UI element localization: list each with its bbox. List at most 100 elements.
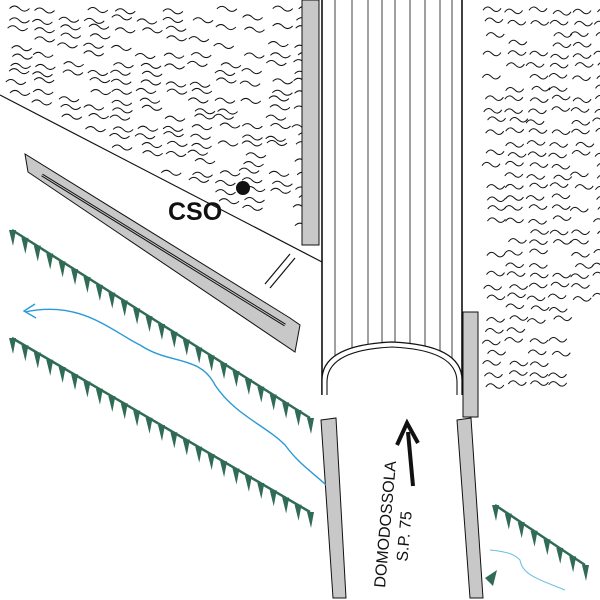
rock-stroke xyxy=(593,249,600,254)
rock-stroke xyxy=(483,108,503,114)
rock-stroke xyxy=(220,62,242,69)
road-wall-east xyxy=(456,417,484,599)
rock-stroke xyxy=(215,189,236,196)
scarp xyxy=(9,336,314,528)
rock-stroke xyxy=(110,78,132,85)
rock-texture-east xyxy=(481,6,600,389)
rock-stroke xyxy=(242,123,263,130)
rock-stroke xyxy=(114,8,136,15)
scarp-tooth xyxy=(307,512,314,528)
rock-stroke xyxy=(245,152,267,159)
rock-stroke xyxy=(267,41,289,48)
scarp-tooth xyxy=(9,230,16,246)
rock-stroke xyxy=(487,116,507,122)
rock-stroke xyxy=(550,53,569,60)
rock-stroke xyxy=(485,32,505,38)
rock-stroke xyxy=(240,97,262,104)
rock-stroke xyxy=(592,117,600,122)
rock-stroke xyxy=(270,52,291,59)
rock-stroke xyxy=(7,25,28,32)
rock-stroke xyxy=(551,106,571,112)
rock-stroke xyxy=(142,27,163,34)
scarp-tooth xyxy=(195,347,203,364)
rock-stroke xyxy=(508,370,528,376)
rock-stroke xyxy=(242,134,263,141)
rock-stroke xyxy=(112,107,133,114)
rock-stroke xyxy=(548,306,568,313)
rock-stroke xyxy=(243,52,265,59)
rock-stroke xyxy=(190,52,212,59)
rock-stroke xyxy=(529,372,549,378)
scarp-tooth xyxy=(58,261,66,278)
rock-stroke xyxy=(217,108,238,115)
rock-stroke xyxy=(553,32,573,38)
river-secondary xyxy=(489,549,566,591)
rock-stroke xyxy=(109,132,130,139)
scarp-tooth xyxy=(282,402,290,419)
rock-stroke xyxy=(571,229,590,235)
rock-stroke xyxy=(90,89,112,96)
rock-stroke xyxy=(594,94,600,100)
scarp-tooth xyxy=(220,363,228,380)
rock-stroke xyxy=(549,142,569,148)
rock-stroke xyxy=(593,218,600,223)
scarp-tooth xyxy=(244,378,252,395)
rock-stroke xyxy=(113,62,134,69)
rock-stroke xyxy=(595,31,600,36)
rock-stroke xyxy=(551,204,571,210)
rock-stroke xyxy=(11,45,32,52)
scarp-tooth xyxy=(95,388,103,405)
scarp-tooth xyxy=(582,565,589,581)
rock-stroke xyxy=(215,24,237,31)
rock-stroke xyxy=(549,62,569,69)
rock-stroke xyxy=(83,42,104,49)
scarp-tooth xyxy=(294,410,302,427)
rock-stroke xyxy=(591,262,600,267)
rock-stroke xyxy=(505,303,525,309)
rock-stroke xyxy=(87,69,109,76)
point-marker-icon xyxy=(236,181,250,195)
scarp-tooth xyxy=(71,374,79,391)
rock-stroke xyxy=(214,70,236,77)
rock-stroke xyxy=(505,160,524,167)
rock-stroke xyxy=(241,177,263,184)
rock-stroke xyxy=(213,113,235,120)
rock-stroke xyxy=(551,193,571,200)
rock-stroke xyxy=(88,113,110,120)
rock-stroke xyxy=(33,77,55,84)
rock-stroke xyxy=(272,78,294,85)
slab-slot-inner xyxy=(41,174,286,326)
rock-stroke xyxy=(508,238,527,244)
rock-stroke xyxy=(190,133,211,140)
rock-stroke xyxy=(270,123,291,130)
rock-stroke xyxy=(505,142,525,148)
rock-stroke xyxy=(111,99,133,106)
rock-stroke xyxy=(243,161,264,168)
scarp-tooth xyxy=(220,461,228,478)
rock-stroke xyxy=(194,108,216,115)
rock-stroke xyxy=(57,42,78,49)
scarp-tooth xyxy=(207,355,215,372)
scarp-tooth xyxy=(95,284,103,301)
rock-stroke xyxy=(134,53,156,59)
rock-stroke xyxy=(571,252,590,258)
rock-stroke xyxy=(596,162,600,167)
rock-stroke xyxy=(574,62,594,68)
rock-stroke xyxy=(63,61,84,68)
rock-stroke xyxy=(487,205,507,211)
rock-stroke xyxy=(481,161,501,168)
rock-stroke xyxy=(482,50,502,57)
rock-stroke xyxy=(194,158,216,165)
rock-stroke xyxy=(570,273,590,279)
rock-stroke xyxy=(34,7,55,14)
rock-stroke xyxy=(265,114,287,121)
rock-stroke xyxy=(529,248,549,255)
rock-stroke xyxy=(485,149,505,155)
scarp-tooth xyxy=(195,446,203,463)
rock-stroke xyxy=(527,349,547,356)
rock-stroke xyxy=(505,217,524,224)
rock-stroke xyxy=(215,179,236,186)
rock-stroke xyxy=(135,87,157,94)
rock-stroke xyxy=(526,140,546,146)
rock-stroke xyxy=(529,50,549,57)
